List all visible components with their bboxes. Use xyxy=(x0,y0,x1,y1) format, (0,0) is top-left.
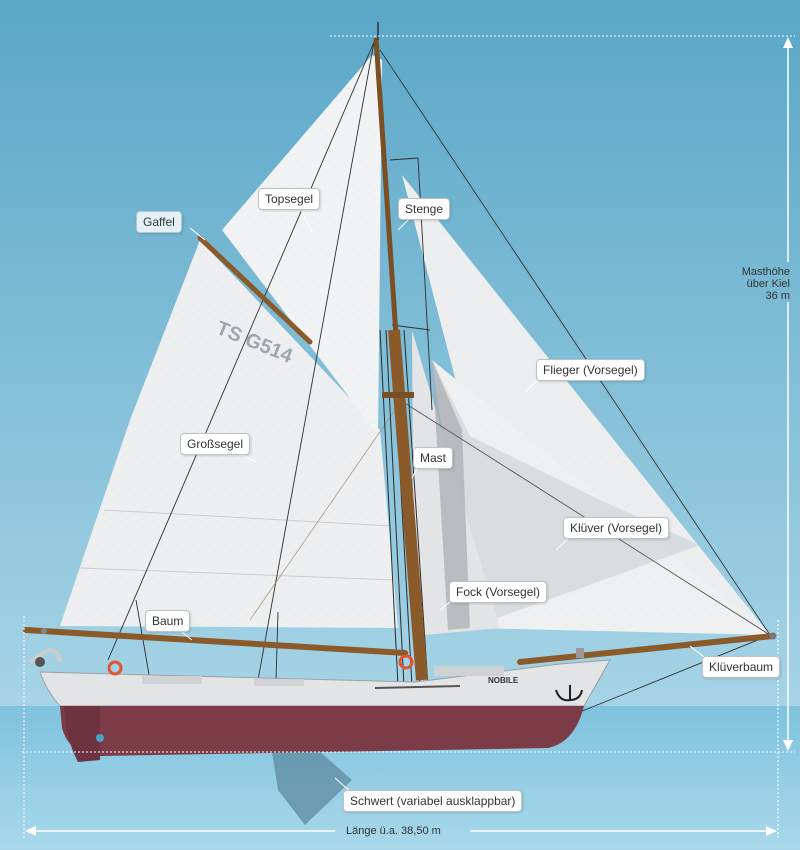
hull-rail xyxy=(374,685,461,689)
bowsprit-tip xyxy=(769,632,777,640)
fore-sail-shadow xyxy=(432,360,470,630)
deckhouse xyxy=(254,679,304,686)
label-grosssegel: Großsegel xyxy=(180,433,251,455)
deckhouse-fore xyxy=(434,666,504,676)
flying-jib-seams xyxy=(402,175,770,635)
gaff-spar xyxy=(197,235,313,345)
mainsail-reef-line xyxy=(103,509,393,527)
rudder-fitting xyxy=(96,734,104,742)
lifebuoy-icon xyxy=(107,660,123,676)
centreboard-shape xyxy=(272,750,352,825)
label-kluever: Klüver (Vorsegel) xyxy=(563,517,670,539)
length-label: Länge ü.a. 38,50 m xyxy=(346,825,441,837)
boat-name: NOBILE xyxy=(488,676,519,685)
mast-height-line2: über Kiel xyxy=(746,278,790,290)
dimension-arrowheads xyxy=(25,37,793,836)
crosstrees xyxy=(382,392,414,398)
topmast-spar xyxy=(373,37,399,336)
mast-height-label: Masthöhe über Kiel 36 m xyxy=(718,266,790,302)
boom-spar xyxy=(23,627,408,656)
boom-fitting xyxy=(41,628,47,634)
dimension-lines xyxy=(22,35,795,840)
anchor-icon xyxy=(555,685,583,702)
rudder xyxy=(64,706,100,762)
label-stenge: Stenge xyxy=(398,198,451,220)
lifebuoy-icon xyxy=(398,654,414,670)
deckhouse xyxy=(142,676,202,684)
mast-spar xyxy=(388,329,428,681)
label-flieger: Flieger (Vorsegel) xyxy=(536,359,645,381)
mainsail-reef-line xyxy=(79,567,396,581)
hull-upper xyxy=(39,659,611,707)
label-mast: Mast xyxy=(413,447,454,469)
label-klueverbaum: Klüverbaum xyxy=(702,656,781,678)
label-schwert: Schwert (variabel ausklappbar) xyxy=(343,790,523,812)
jib-shadow xyxy=(432,360,700,628)
label-gaffel: Gaffel xyxy=(136,211,182,233)
label-topsegel: Topsegel xyxy=(258,188,321,210)
mast-height-line3: 36 m xyxy=(765,290,790,302)
bowsprit-fitting xyxy=(576,648,584,658)
mast-height-line1: Masthöhe xyxy=(741,266,790,278)
bowsprit-spar xyxy=(517,633,776,665)
hull-lower xyxy=(60,706,584,756)
label-baum: Baum xyxy=(145,610,191,632)
stern-davit xyxy=(28,647,62,664)
label-fock: Fock (Vorsegel) xyxy=(449,581,548,603)
stern-fitting xyxy=(35,657,45,667)
topsail-seams xyxy=(222,55,382,435)
